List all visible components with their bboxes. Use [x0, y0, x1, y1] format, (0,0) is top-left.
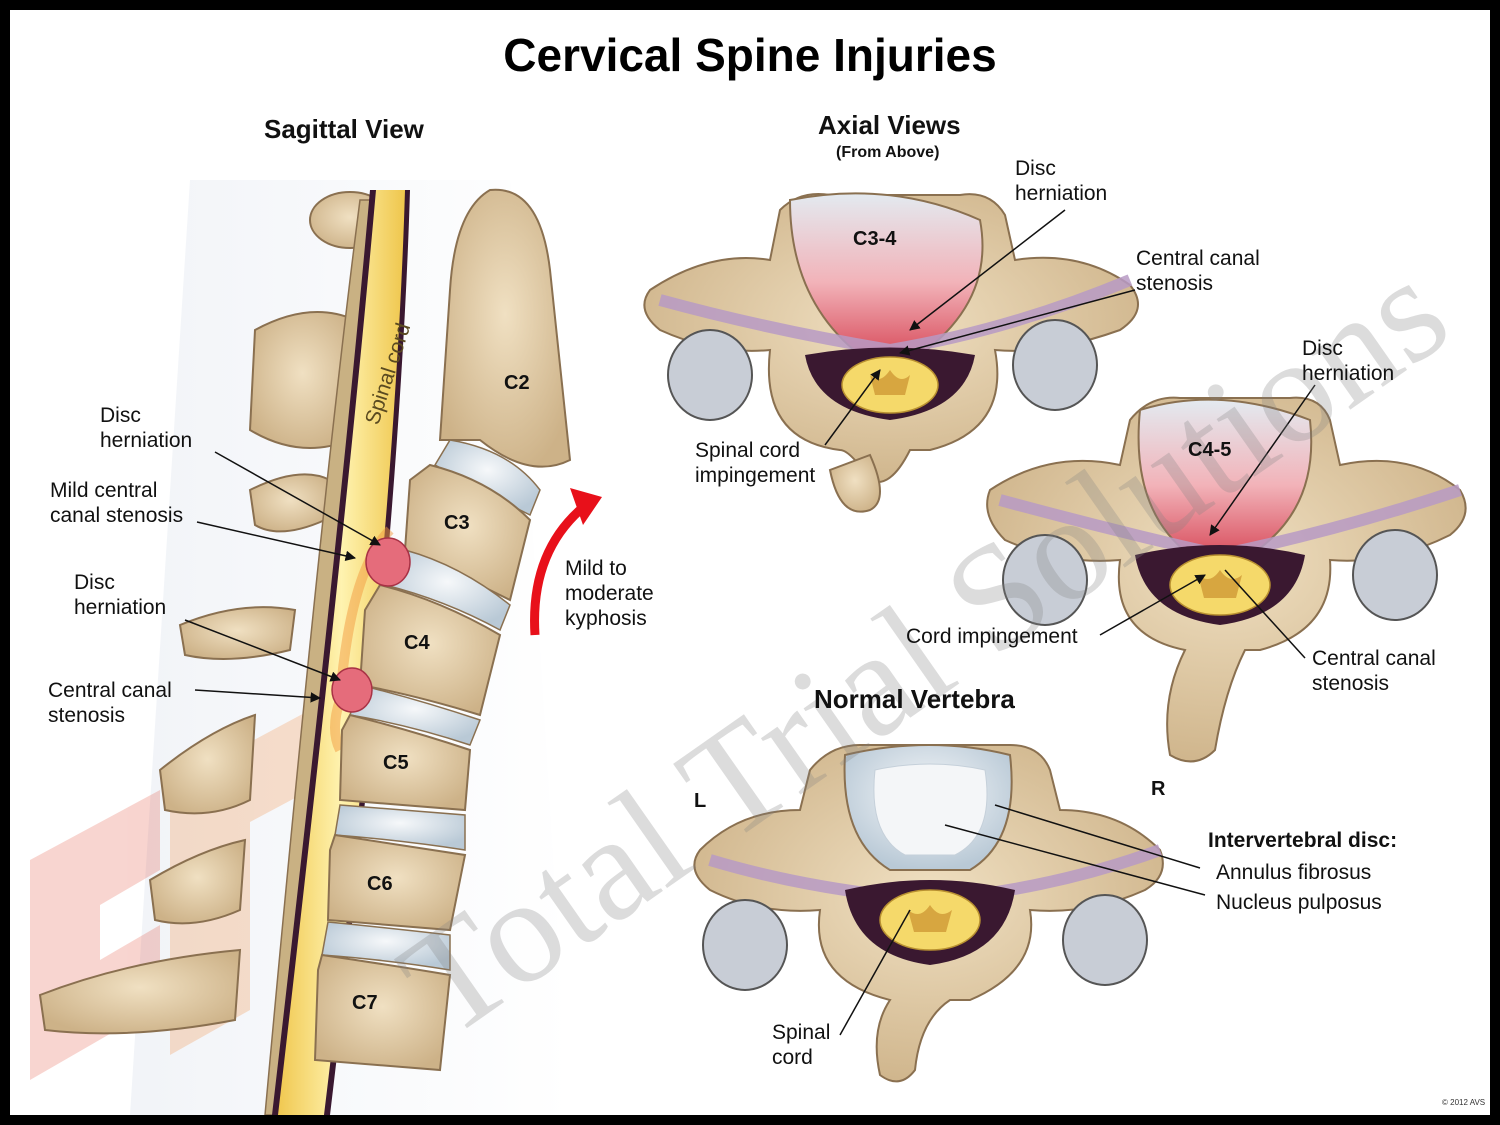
normal-vertebra	[693, 744, 1164, 1083]
c34-central-stenosis: Central canal stenosis	[1136, 247, 1260, 295]
normal-spinal-cord-label: Spinal cord	[772, 1021, 831, 1069]
axial-c3-4-vertebra	[643, 192, 1139, 513]
c34-cord-impingement: Spinal cord impingement	[695, 439, 816, 487]
vertebra-c3: C3	[444, 512, 470, 534]
vertebra-c7: C7	[352, 992, 378, 1014]
c45-cord-impingement: Cord impingement	[906, 625, 1078, 648]
vertebra-c4: C4	[404, 632, 430, 654]
anatomy-illustration	[30, 180, 1467, 1115]
intervertebral-disc-heading: Intervertebral disc:	[1208, 829, 1398, 852]
axial-c4-5-vertebra	[986, 396, 1467, 763]
side-right: R	[1151, 778, 1166, 800]
axial-heading: Axial Views	[818, 110, 961, 140]
label-kyphosis: Mild to moderate kyphosis	[565, 557, 654, 630]
level-c4-5: C4-5	[1188, 439, 1232, 461]
label-central-stenosis-sagittal: Central canal stenosis	[48, 679, 172, 727]
sagittal-spine	[38, 188, 602, 1115]
label-disc-herniation-1: Disc herniation	[100, 404, 193, 452]
annulus-fibrosus-label: Annulus fibrosus	[1216, 861, 1372, 884]
sagittal-heading: Sagittal View	[264, 114, 424, 144]
kyphosis-arrow	[530, 506, 584, 636]
nucleus-pulposus-label: Nucleus pulposus	[1216, 891, 1382, 914]
copyright: © 2012 AVS	[1442, 1098, 1486, 1107]
c34-disc-herniation: Disc herniation	[1015, 157, 1108, 205]
vertebra-c5: C5	[383, 752, 409, 774]
normal-heading: Normal Vertebra	[814, 684, 1015, 714]
page-title: Cervical Spine Injuries	[503, 29, 997, 81]
label-disc-herniation-2: Disc herniation	[74, 571, 167, 619]
vertebra-c2: C2	[504, 372, 530, 394]
vertebra-c6: C6	[367, 873, 393, 895]
axial-leaders	[824, 209, 1316, 1036]
label-mild-stenosis: Mild central canal stenosis	[50, 479, 184, 527]
c45-disc-herniation: Disc herniation	[1302, 337, 1395, 385]
level-c3-4: C3-4	[853, 228, 897, 250]
c45-central-stenosis: Central canal stenosis	[1312, 647, 1436, 695]
axial-subheading: (From Above)	[836, 144, 940, 161]
sagittal-leaders	[184, 451, 381, 703]
illustration-frame: Total Trial Solutions Cervical Spine Inj…	[10, 10, 1490, 1115]
side-left: L	[694, 790, 707, 812]
